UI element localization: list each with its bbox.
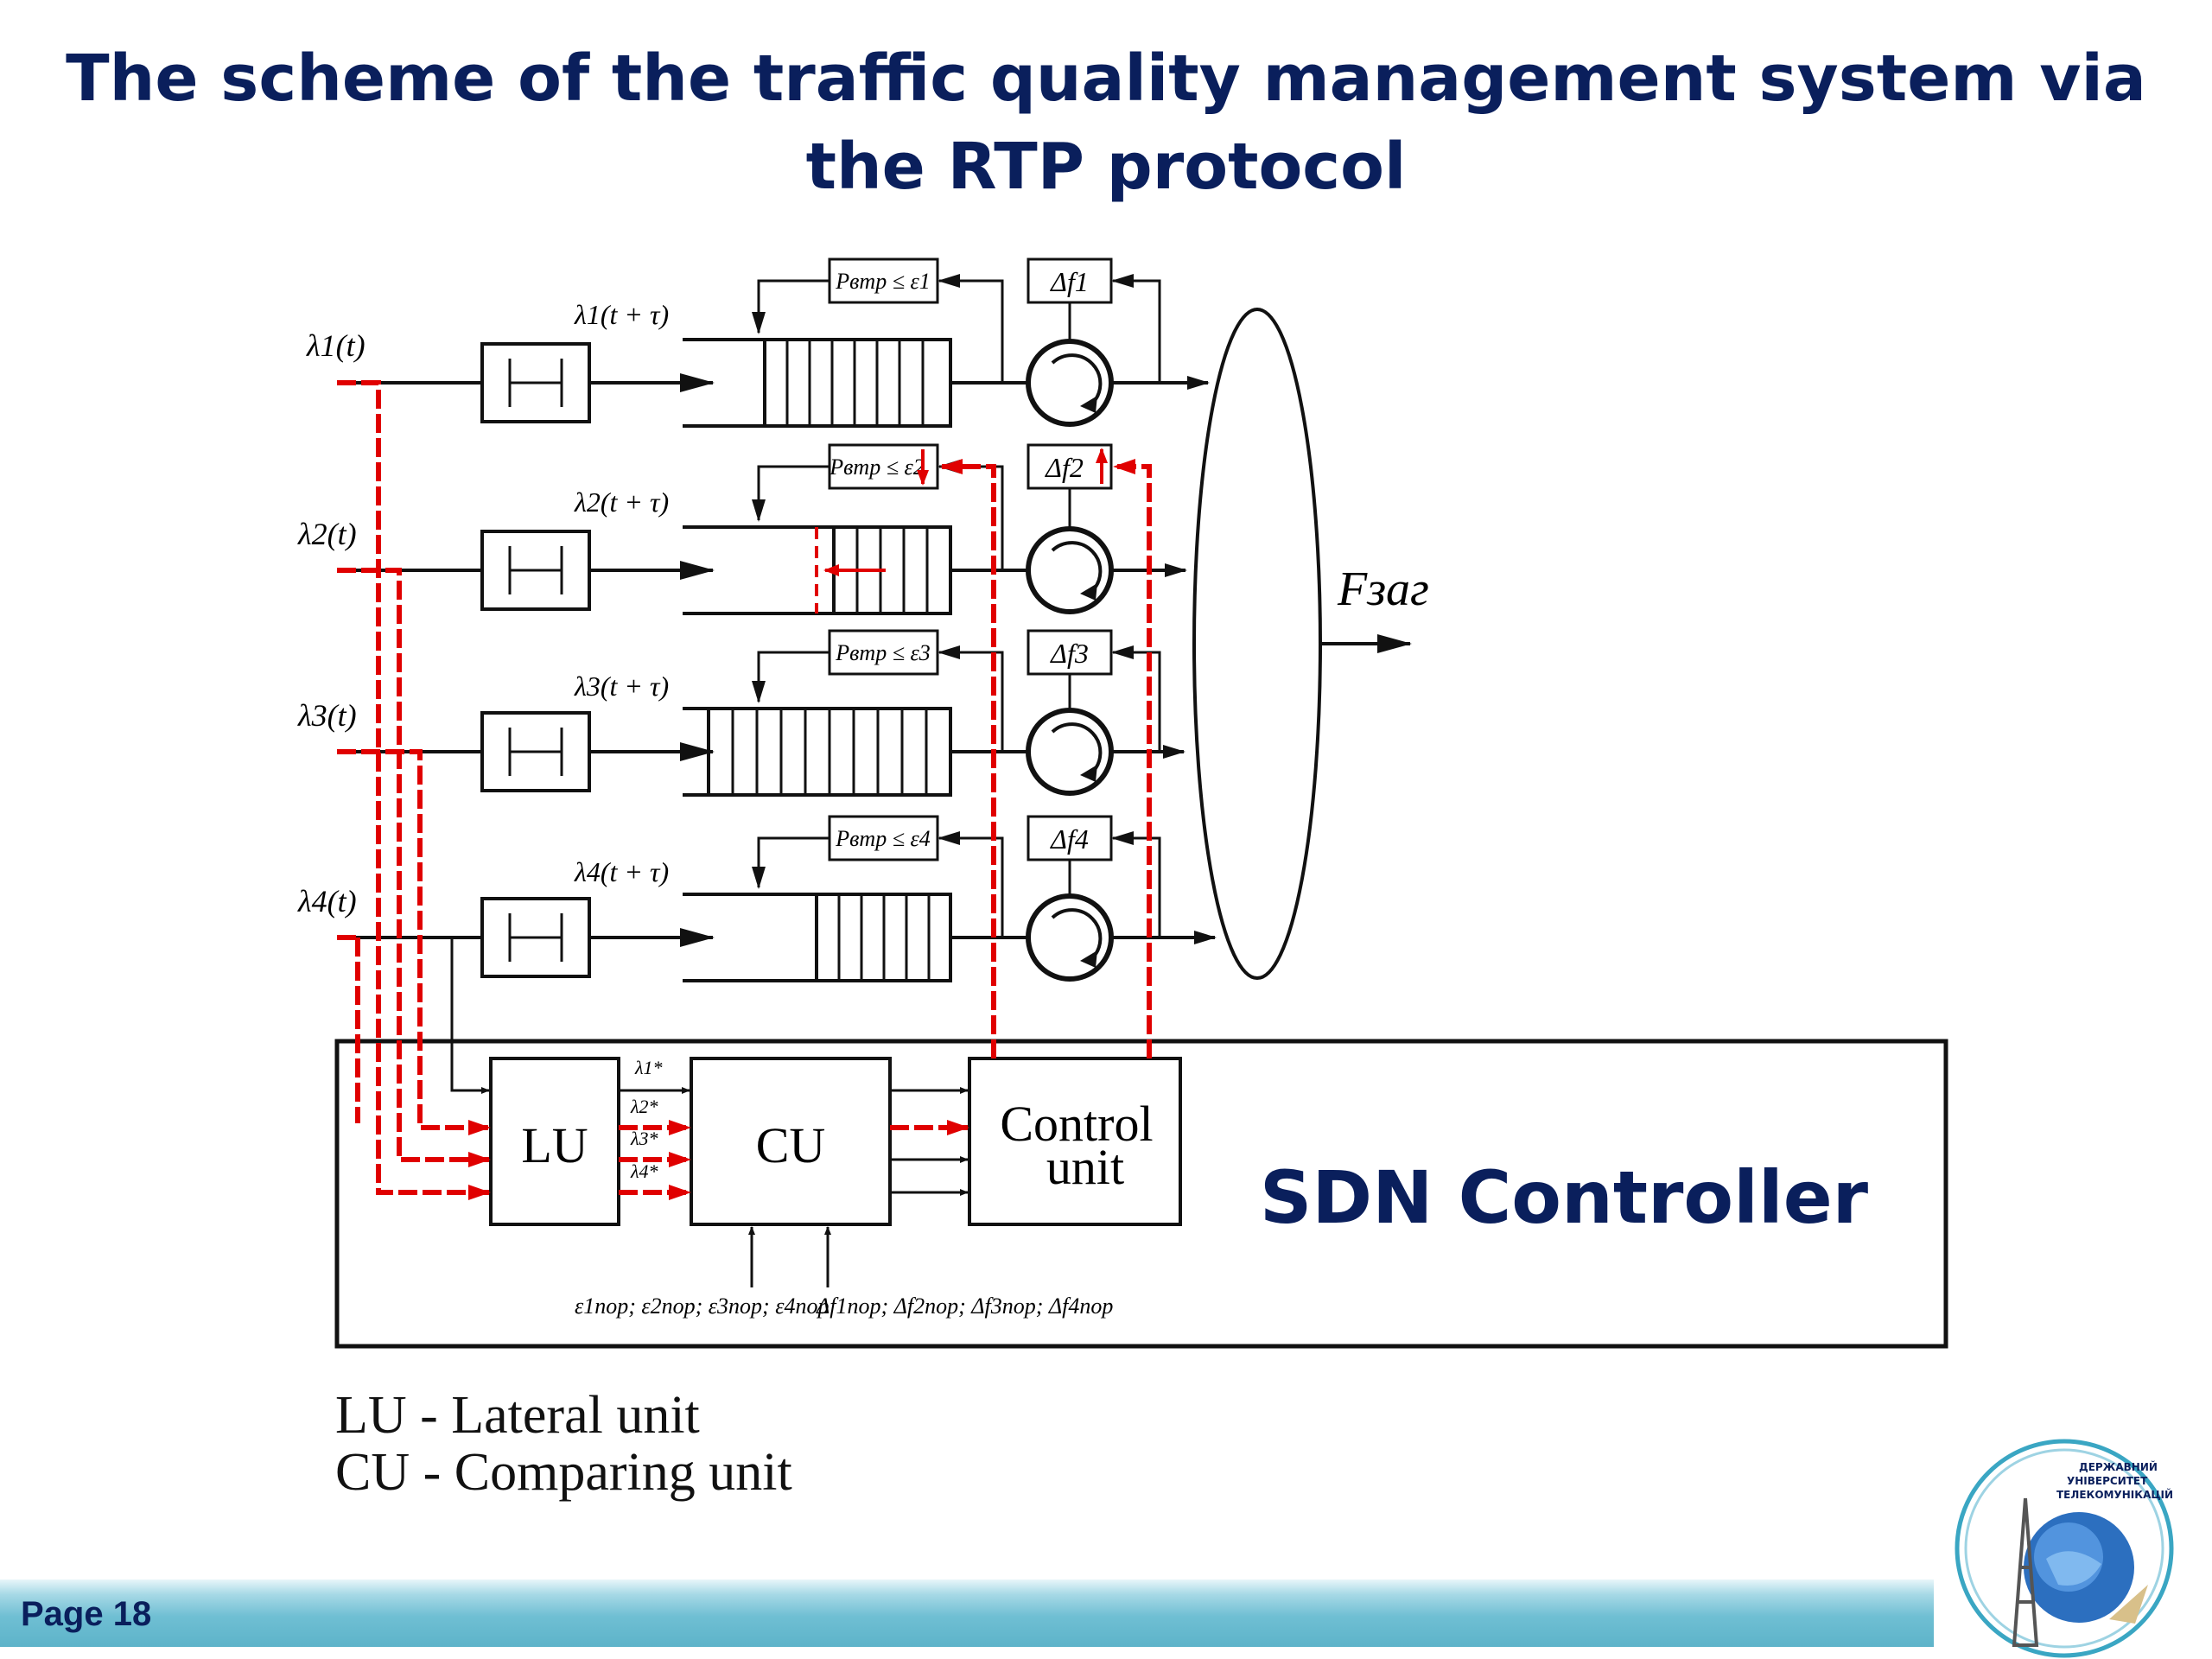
server-4 bbox=[1026, 893, 1114, 982]
control-unit-block bbox=[968, 1057, 1182, 1226]
university-emblem-icon: ДЕРЖАВНИЙ УНІВЕРСИТЕТ ТЕЛЕКОМУНІКАЦІЙ bbox=[1955, 1439, 2174, 1658]
loss-box-4 bbox=[828, 815, 939, 861]
loss-label-1: Pвтр ≤ ε1 bbox=[835, 269, 930, 294]
freq-box-4 bbox=[1027, 815, 1113, 861]
legend-lu: LU - Lateral unit bbox=[335, 1386, 700, 1445]
input-signal-lines bbox=[337, 380, 491, 1200]
cu-to-control-links bbox=[890, 1087, 969, 1196]
lu-label: LU bbox=[521, 1117, 588, 1173]
lu-block bbox=[489, 1057, 620, 1226]
cu-block bbox=[690, 1057, 892, 1226]
input-label-3: λ3(t) bbox=[297, 698, 357, 733]
eps-thresholds-label: ε1пор; ε2пор; ε3пор; ε4пор bbox=[575, 1294, 829, 1319]
input-label-2: λ2(t) bbox=[297, 517, 357, 551]
loss-box-1 bbox=[828, 257, 939, 304]
lu-output-label-1: λ1* bbox=[634, 1057, 663, 1078]
queue-buffer-3 bbox=[683, 707, 952, 797]
input-label-1: λ1(t) bbox=[306, 328, 365, 363]
legend-cu: CU - Comparing unit bbox=[335, 1443, 792, 1502]
delayed-label-2: λ2(t + τ) bbox=[574, 486, 669, 518]
control-unit-label-line1: Control bbox=[1000, 1096, 1153, 1152]
legend: LU - Lateral unit CU - Comparing unit bbox=[335, 1387, 792, 1501]
footer-bar bbox=[0, 1580, 1934, 1647]
page-title: The scheme of the traffic quality manage… bbox=[66, 41, 2146, 204]
freq-thresholds-label: Δf1пор; Δf2пор; Δf3пор; Δf4пор bbox=[816, 1294, 1113, 1319]
delayed-label-1: λ1(t + τ) bbox=[574, 299, 669, 330]
lu-to-cu-links: λ1* λ2* λ3* λ4* bbox=[619, 1057, 691, 1200]
aggregator-ellipse bbox=[1192, 308, 1322, 980]
sdn-controller-frame bbox=[334, 1039, 1948, 1349]
lu-output-label-3: λ3* bbox=[630, 1128, 658, 1149]
input-label-4: λ4(t) bbox=[297, 884, 357, 918]
logo-text-1: ДЕРЖАВНИЙ bbox=[2079, 1460, 2158, 1473]
lu-output-label-4: λ4* bbox=[630, 1160, 658, 1182]
freq-label-3: Δf3 bbox=[1049, 638, 1089, 669]
freq-label-2: Δf2 bbox=[1044, 452, 1084, 483]
loss-box-3 bbox=[828, 629, 939, 676]
loss-label-3: Pвтр ≤ ε3 bbox=[835, 640, 930, 665]
logo-text-2: УНІВЕРСИТЕТ bbox=[2067, 1475, 2148, 1487]
loss-label-4: Pвтр ≤ ε4 bbox=[835, 826, 930, 851]
delayed-label-4: λ4(t + τ) bbox=[574, 856, 669, 887]
loss-label-2: Pвтр ≤ ε2 bbox=[829, 454, 924, 480]
queue-buffer-1 bbox=[683, 338, 952, 428]
queue-buffer-4 bbox=[683, 893, 952, 982]
freq-label-4: Δf4 bbox=[1049, 823, 1089, 855]
control-unit-label-line2: unit bbox=[1046, 1139, 1124, 1195]
page-number: Page 18 bbox=[21, 1595, 152, 1633]
queue-buffer-2 bbox=[683, 525, 952, 615]
channel-row-4: λ4(t) λ4(t + τ) Δf4 Pвтр ≤ ε4 bbox=[297, 815, 1217, 982]
channel-row-2: λ2(t) λ2(t + τ) Δf2 Pвтр ≤ ε2 bbox=[297, 443, 1187, 615]
server-3 bbox=[1026, 708, 1114, 796]
server-1 bbox=[1026, 339, 1114, 427]
freq-label-1: Δf1 bbox=[1049, 266, 1089, 297]
control-feedback-lines bbox=[940, 459, 1152, 1058]
traffic-management-diagram: λ1(t) λ1(t + τ) Δf1 Pвтр ≤ ε1 λ2(t) bbox=[297, 257, 1948, 1349]
channel-row-1: λ1(t) λ1(t + τ) Δf1 Pвтр ≤ ε1 bbox=[306, 257, 1210, 428]
sdn-controller-label: SDN Controller bbox=[1260, 1155, 1869, 1240]
logo-text-3: ТЕЛЕКОМУНІКАЦІЙ bbox=[2056, 1488, 2173, 1501]
channel-row-3: λ3(t) λ3(t + τ) Δf3 Pвтр ≤ ε3 bbox=[297, 629, 1185, 797]
output-label: Fзаг bbox=[1337, 563, 1429, 616]
lu-output-label-2: λ2* bbox=[630, 1096, 658, 1117]
server-2 bbox=[1026, 526, 1114, 614]
cu-label: CU bbox=[756, 1117, 826, 1173]
delayed-label-3: λ3(t + τ) bbox=[574, 671, 669, 702]
